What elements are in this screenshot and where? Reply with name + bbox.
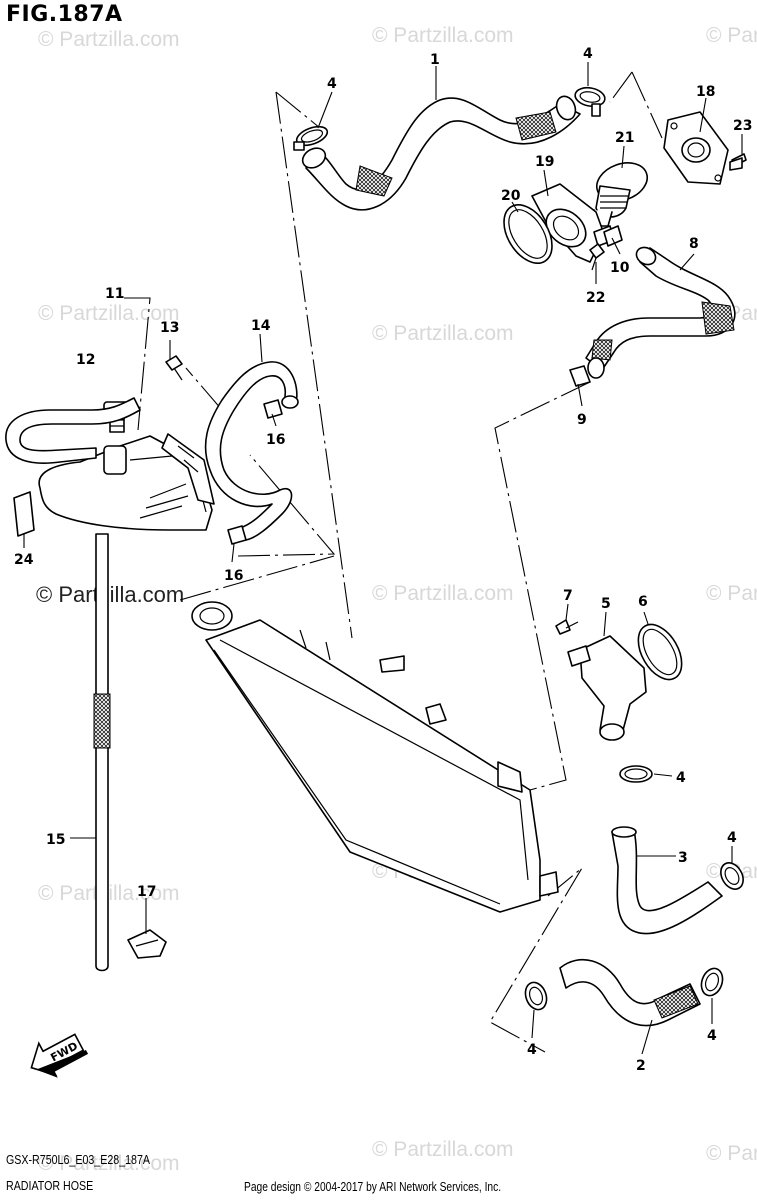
part-11-reservoir-tank: [38, 433, 215, 531]
callout-4: 4: [676, 770, 686, 786]
part-1-upper-radiator-hose: [301, 95, 581, 211]
callout-14: 14: [251, 318, 271, 334]
watermark-text: © Partzilla.com: [706, 24, 757, 47]
callout-4: 4: [527, 1042, 537, 1058]
callouts: 1 2 3 4 4 4 4 4 4 5 6 7 8 9 10 11 12 13 …: [14, 46, 752, 1074]
part-15-overflow-tube: [93, 533, 111, 972]
callout-21: 21: [615, 130, 634, 146]
part-4-clamp: [574, 86, 606, 117]
callout-18: 18: [696, 84, 715, 100]
callout-4: 4: [583, 46, 593, 62]
callout-16: 16: [224, 568, 243, 584]
callout-9: 9: [577, 412, 587, 428]
section-name: RADIATOR HOSE: [6, 1178, 94, 1193]
part-16-clip: [263, 399, 283, 419]
callout-16: 16: [266, 432, 285, 448]
callout-1: 1: [430, 52, 440, 68]
callout-23: 23: [733, 118, 752, 134]
part-24-label: [13, 491, 35, 537]
callout-24: 24: [14, 552, 34, 568]
watermark-text: © Partzilla.com: [706, 582, 757, 605]
callout-20: 20: [501, 188, 521, 204]
part-21-thermostat: [593, 162, 648, 227]
part-23-bolt: [729, 153, 747, 171]
part-3-lower-hose: [611, 826, 723, 935]
part-2-lower-hose: [559, 958, 701, 1027]
watermark-text: © Partzilla.com: [706, 1142, 757, 1165]
part-22-bolt: [589, 243, 605, 271]
part-9-clip: [569, 365, 591, 387]
page-copyright: Page design © 2004-2017 by ARI Network S…: [244, 1180, 502, 1194]
watermark-text: © Partzilla.com: [372, 1138, 514, 1161]
callout-6: 6: [638, 594, 648, 610]
assembly-lines: [124, 71, 663, 1053]
callout-4: 4: [327, 76, 337, 92]
part-7-bolt: [555, 619, 579, 635]
model-code: GSX-R750L6_E03_E28_187A: [6, 1152, 151, 1167]
callout-22: 22: [586, 290, 605, 306]
watermark-text: © Partzilla.com: [372, 322, 514, 345]
part-6-o-ring: [637, 623, 683, 681]
callout-4: 4: [707, 1028, 717, 1044]
part-14-reservoir-hose: [204, 361, 299, 541]
watermark-text: © Partzilla.com: [372, 24, 514, 47]
watermark-text: © Partzilla.com: [372, 582, 514, 605]
part-4-clamp: [524, 981, 548, 1011]
callout-17: 17: [137, 884, 156, 900]
callout-13: 13: [160, 320, 179, 336]
callout-12: 12: [76, 352, 95, 368]
radiator: [191, 601, 559, 913]
part-4-clamp: [700, 967, 724, 997]
callout-2: 2: [636, 1058, 646, 1074]
leader-lines: [23, 62, 743, 1055]
fwd-arrow-icon: FWD: [30, 1033, 89, 1078]
watermark-text: © Partzilla.com: [38, 1152, 180, 1175]
part-16-clip: [227, 525, 247, 545]
watermark-text: © Partzilla.com: [38, 302, 180, 325]
callout-3: 3: [678, 850, 688, 866]
reservoir-breather-hose: [5, 397, 141, 464]
part-13-bolt: [165, 355, 183, 381]
part-18-thermostat-cover: [663, 111, 729, 185]
figure-title: FIG.187A: [6, 2, 123, 27]
part-5-water-outlet: [567, 635, 647, 741]
callout-5: 5: [601, 596, 611, 612]
watermark-main-text: © Partzilla.com: [36, 582, 184, 607]
part-20-o-ring: [503, 204, 553, 264]
callout-15: 15: [46, 832, 65, 848]
callout-7: 7: [563, 588, 573, 604]
part-4-clamp: [293, 125, 329, 151]
part-8-bypass-hose: [585, 246, 736, 379]
callout-8: 8: [689, 236, 699, 252]
part-4-clamp: [619, 765, 653, 783]
callout-11: 11: [105, 286, 124, 302]
callout-4: 4: [727, 830, 737, 846]
callout-19: 19: [535, 154, 554, 170]
callout-10: 10: [610, 260, 630, 276]
watermark-text: © Partzilla.com: [38, 28, 180, 51]
part-4-clamp: [720, 862, 744, 890]
part-17-clamp: [127, 929, 167, 959]
part-10-clip: [603, 225, 623, 247]
